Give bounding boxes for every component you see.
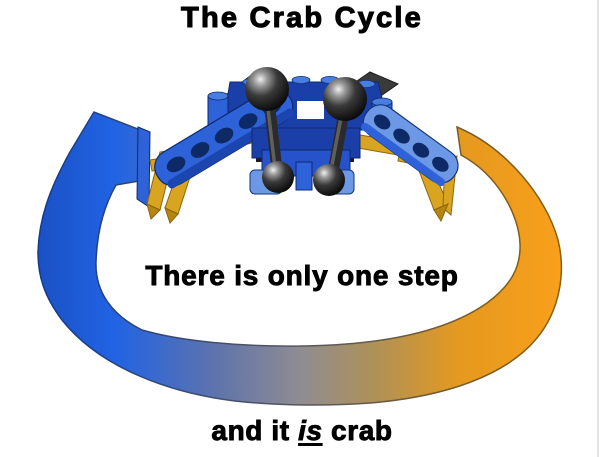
- crab-plate-gap: [297, 101, 324, 119]
- cycle-arrow-band: [37, 111, 563, 406]
- caption-suffix: crab: [331, 415, 393, 447]
- crab-right-eye-ball: [323, 77, 367, 121]
- crab-right-claw: [361, 104, 459, 187]
- crab-left-eye-ball: [245, 67, 289, 111]
- crab-left-edge-plate: [136, 126, 151, 208]
- image-right-border: [597, 0, 599, 457]
- cycle-arrow: [37, 111, 563, 406]
- crab-lower-right-ball: [313, 164, 345, 196]
- caption-emphasis: is: [298, 415, 323, 447]
- cycle-center-label: There is only one step: [145, 260, 459, 291]
- lego-crab-illustration: [136, 67, 459, 224]
- page-title: The Crab Cycle: [180, 2, 423, 35]
- caption-prefix: and it: [211, 415, 290, 447]
- crab-lower-left-ball: [262, 161, 294, 193]
